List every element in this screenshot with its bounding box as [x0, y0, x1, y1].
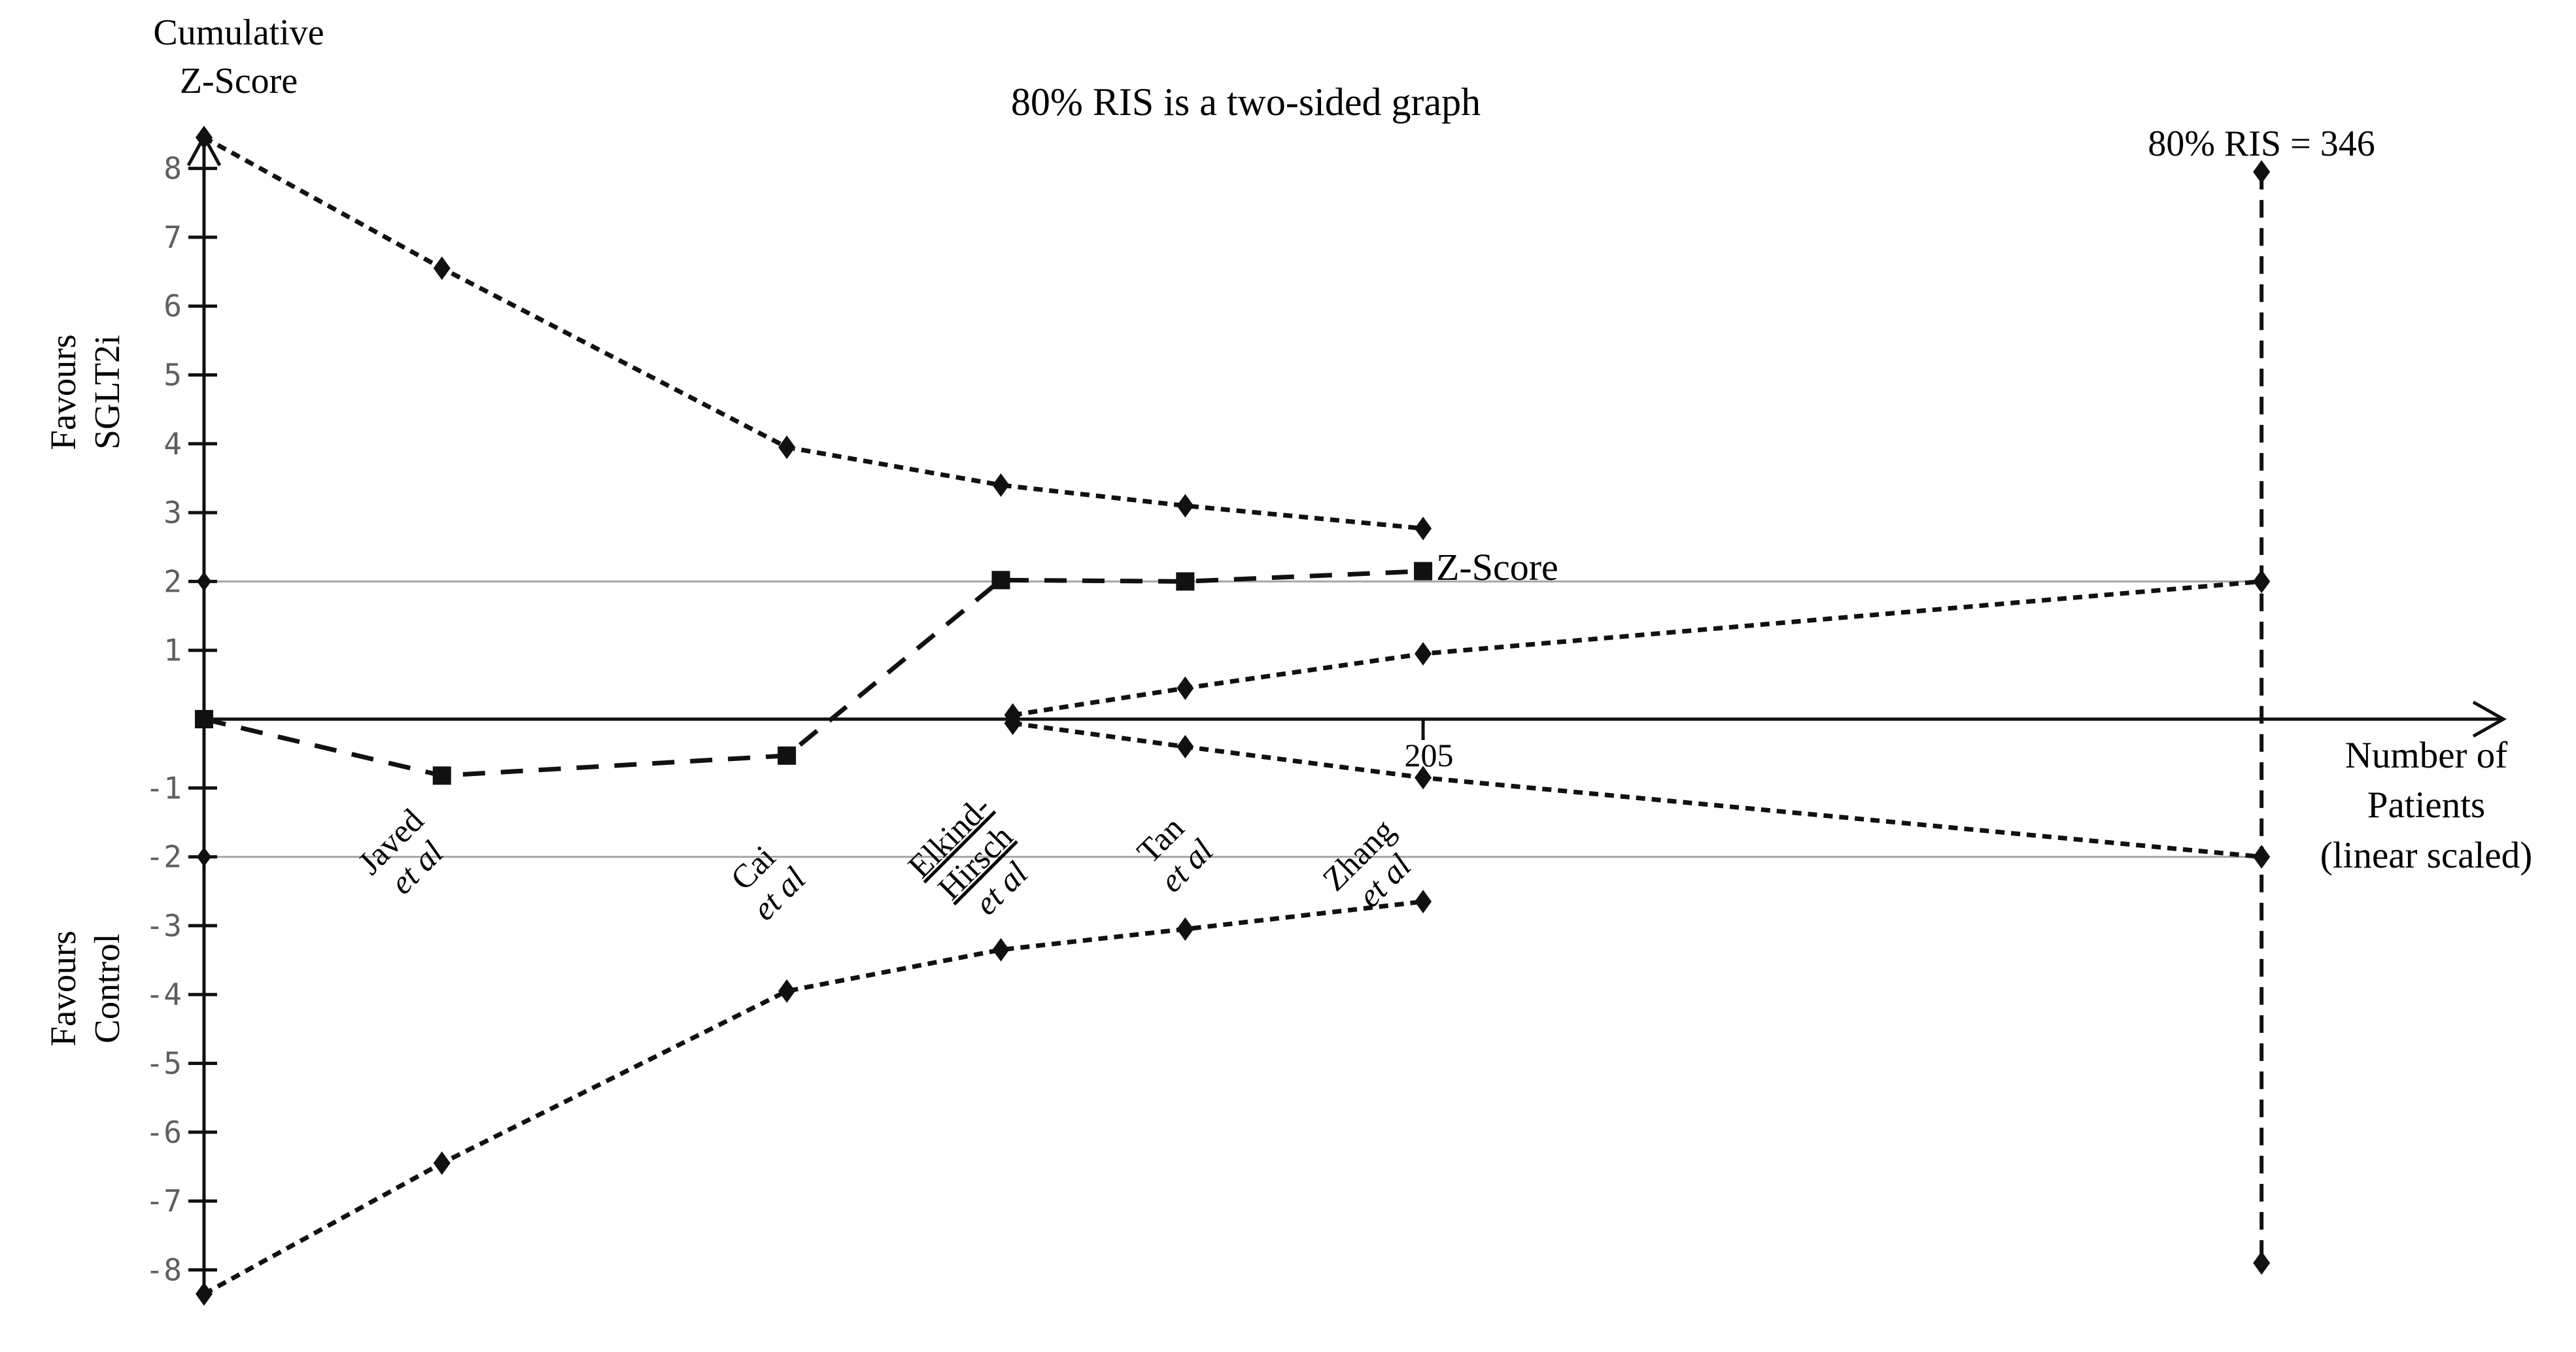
marker-diamond: [196, 1282, 213, 1306]
marker-diamond: [2253, 1251, 2271, 1275]
marker-diamond: [778, 435, 796, 460]
y-tick-label: -4: [146, 977, 182, 1012]
y-tick-label: 4: [163, 426, 182, 462]
y-tick-label: -6: [146, 1115, 182, 1150]
marker-diamond: [992, 473, 1010, 497]
favours-control-label: Favours Control: [41, 930, 129, 1046]
marker-diamond: [778, 979, 796, 1003]
y-tick-label: 5: [163, 358, 182, 393]
favours-sglt2i-line1: Favours: [43, 334, 83, 450]
marker-diamond: [1415, 516, 1432, 541]
y-axis-heading-line2: Z-Score: [179, 60, 298, 101]
marker-diamond: [1415, 890, 1432, 914]
y-tick-label: -1: [146, 770, 182, 805]
x-tick-205-label: 205: [1404, 737, 1454, 773]
marker-diamond: [1415, 766, 1432, 790]
y-tick-label: -3: [146, 908, 182, 943]
y-tick-label: -5: [146, 1046, 182, 1081]
favours-sglt2i-label: Favours SGLT2i: [41, 334, 129, 450]
marker-diamond: [1176, 917, 1194, 941]
y-tick-label: -2: [146, 839, 182, 875]
marker-diamond: [1176, 735, 1194, 759]
series-upper-boundary: [203, 135, 1424, 531]
y-axis-heading: Cumulative Z-Score: [85, 9, 392, 106]
favours-sglt2i-line2: SGLT2i: [87, 335, 127, 450]
x-axis-label: Number of Patients (linear scaled): [2210, 731, 2576, 881]
y-tick-label: 1: [163, 633, 182, 668]
y-tick-label: 2: [163, 564, 182, 599]
y-tick-label: 8: [163, 151, 182, 186]
marker-square: [195, 710, 213, 728]
chart-title: 80% RIS is a two-sided graph: [1010, 80, 1481, 124]
series-futility-upper: [1012, 579, 2262, 718]
marker-diamond: [433, 1151, 451, 1175]
x-axis-label-line1: Number of: [2344, 735, 2508, 776]
series-cumulative-z: [203, 569, 1424, 778]
marker-diamond: [196, 126, 213, 150]
marker-square: [1176, 572, 1195, 591]
x-axis-arrow: [2472, 700, 2507, 738]
marker-diamond: [2253, 160, 2271, 184]
x-axis-label-line2: Patients: [2367, 785, 2486, 826]
marker-diamond: [2253, 845, 2271, 869]
marker-diamond: [1415, 641, 1432, 666]
series-lower-boundary: [203, 899, 1424, 1296]
favours-control-line1: Favours: [43, 930, 83, 1047]
ris-label: 80% RIS = 346: [2148, 124, 2375, 164]
marker-square: [432, 766, 451, 785]
marker-diamond: [1004, 711, 1022, 735]
marker-diamond: [433, 256, 451, 280]
marker-diamond: [2253, 569, 2271, 594]
marker-diamond: [1176, 676, 1194, 700]
y-tick-label: 7: [163, 220, 182, 255]
y-axis-heading-line1: Cumulative: [153, 12, 324, 53]
favours-control-line2: Control: [87, 933, 127, 1044]
marker-square: [991, 571, 1010, 590]
y-tick-label: 3: [163, 495, 182, 530]
marker-square: [778, 746, 797, 765]
zscore-curve-label: Z-Score: [1436, 546, 1558, 588]
series-futility-lower: [1012, 720, 2262, 860]
marker-square: [1414, 562, 1433, 581]
y-tick-label: -7: [146, 1183, 182, 1219]
marker-diamond: [1176, 494, 1194, 518]
y-tick-label: 6: [163, 288, 182, 324]
marker-diamond: [992, 938, 1010, 962]
x-axis-label-line3: (linear scaled): [2320, 834, 2533, 876]
y-tick-label: -8: [146, 1252, 182, 1287]
